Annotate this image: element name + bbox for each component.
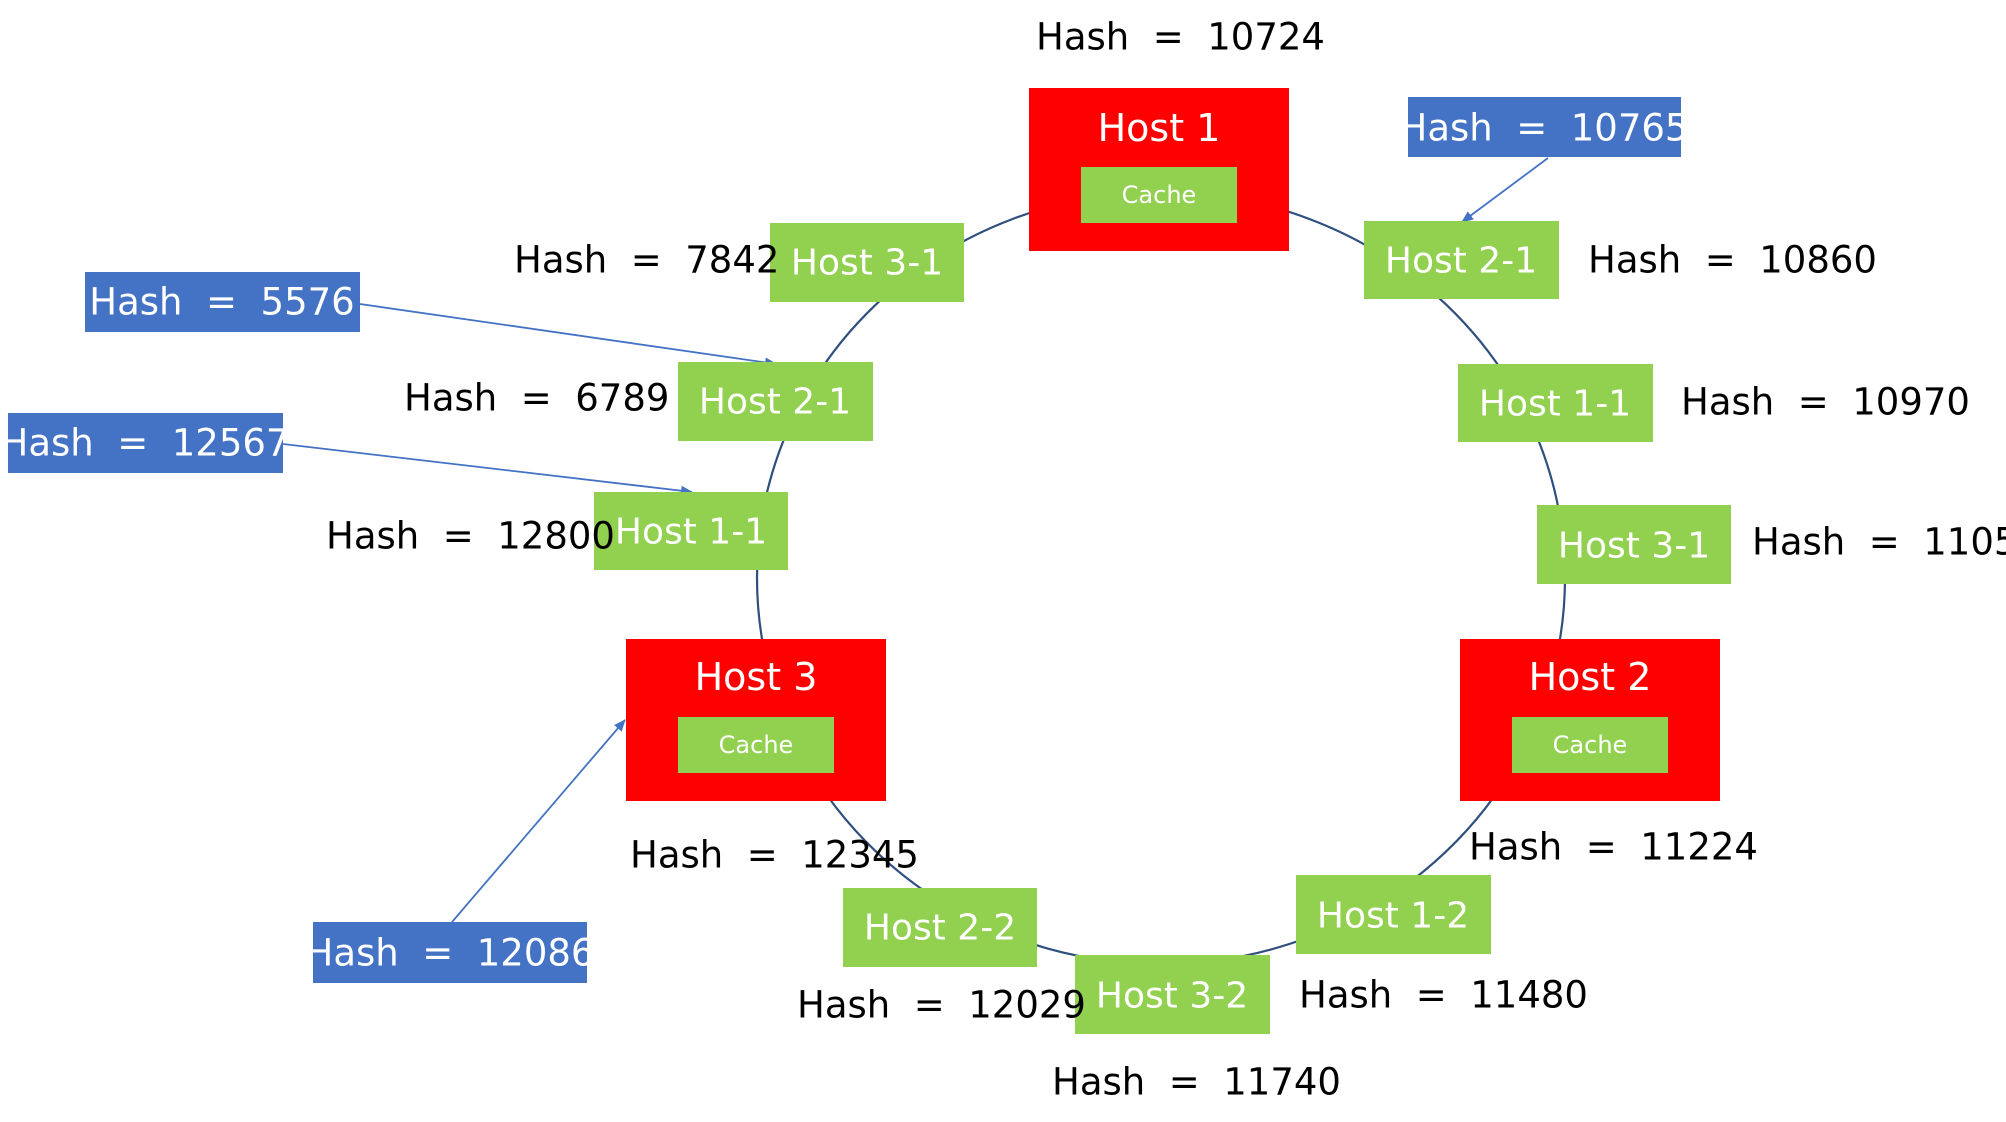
key-hash-12086[interactable]: Hash = 12086 <box>306 922 595 983</box>
key-arrow-12567 <box>282 443 693 496</box>
key-label: Hash = 5576 <box>89 281 354 324</box>
vnode-box <box>1296 875 1491 954</box>
key-arrows <box>282 157 1549 923</box>
vnode-box <box>594 492 788 570</box>
key-box <box>8 413 283 473</box>
key-hash-10765[interactable]: Hash = 10765 <box>1400 97 1689 157</box>
vnode-host-2-1-left[interactable]: Host 2-1 <box>678 362 873 441</box>
key-box <box>1408 97 1681 157</box>
vnode-label: Host 2-2 <box>864 908 1016 949</box>
key-label: Hash = 10765 <box>1400 107 1689 150</box>
vnode-host-3-1-right-hash-label: Hash = 11050 <box>1752 521 2006 564</box>
host-2[interactable]: Host 2 Cache <box>1460 639 1720 801</box>
vnode-host-2-1-left-hash-label: Hash = 6789 <box>404 377 669 420</box>
host-3-hash-label: Hash = 12345 <box>630 834 919 877</box>
host-2-hash-label: Hash = 11224 <box>1469 826 1758 869</box>
key-arrow-12086 <box>451 719 626 923</box>
vnode-host-2-2[interactable]: Host 2-2 <box>843 888 1037 967</box>
host-1-cache-box <box>1081 167 1237 223</box>
vnode-label: Host 3-1 <box>791 243 943 284</box>
host-1-hash-label: Hash = 10724 <box>1036 16 1325 59</box>
key-box <box>313 922 587 983</box>
vnode-box <box>770 223 964 302</box>
vnode-label: Host 1-1 <box>1479 384 1631 425</box>
vnode-box <box>1364 221 1559 299</box>
vnode-box <box>1537 505 1731 584</box>
host-2-cache-label: Cache <box>1553 731 1628 759</box>
key-hash-12567[interactable]: Hash = 12567 <box>1 413 290 473</box>
host-2-label: Host 2 <box>1529 655 1652 699</box>
key-hash-5576[interactable]: Hash = 5576 <box>85 272 360 332</box>
vnode-host-1-2[interactable]: Host 1-2 <box>1296 875 1491 954</box>
key-arrow-10765 <box>1461 157 1549 223</box>
key-label: Hash = 12086 <box>306 932 595 975</box>
vnode-host-1-1-right-hash-label: Hash = 10970 <box>1681 381 1970 424</box>
vnode-label: Host 3-2 <box>1096 976 1248 1017</box>
host-3-label: Host 3 <box>695 655 818 699</box>
vnode-host-3-1-top[interactable]: Host 3-1 <box>770 223 964 302</box>
vnode-host-1-1-left[interactable]: Host 1-1 <box>594 492 788 570</box>
vnode-box <box>843 888 1037 967</box>
key-arrow-5576 <box>359 303 777 368</box>
vnode-host-3-2-hash-label: Hash = 11740 <box>1052 1061 1341 1104</box>
host-1-label: Host 1 <box>1098 106 1221 150</box>
host-3-cache-label: Cache <box>719 731 794 759</box>
vnode-label: Host 2-1 <box>1385 241 1537 282</box>
vnode-box <box>678 362 873 441</box>
host-1-cache-label: Cache <box>1122 181 1197 209</box>
vnode-label: Host 3-1 <box>1558 526 1710 567</box>
host-3-cache-box <box>678 717 834 773</box>
host-2-cache-box <box>1512 717 1668 773</box>
vnode-host-3-2[interactable]: Host 3-2 <box>1075 955 1270 1034</box>
vnode-label: Host 1-1 <box>615 512 767 553</box>
vnode-label: Host 1-2 <box>1317 896 1469 937</box>
vnode-host-3-1-right[interactable]: Host 3-1 <box>1537 505 1731 584</box>
vnode-host-2-2-hash-label: Hash = 12029 <box>797 984 1086 1027</box>
vnode-host-1-1-right[interactable]: Host 1-1 <box>1458 364 1653 442</box>
vnode-box <box>1075 955 1270 1034</box>
vnode-host-2-1-right-hash-label: Hash = 10860 <box>1588 239 1877 282</box>
host-3[interactable]: Host 3 Cache <box>626 639 886 801</box>
vnode-box <box>1458 364 1653 442</box>
vnode-host-1-1-left-hash-label: Hash = 12800 <box>326 515 615 558</box>
key-box <box>85 272 360 332</box>
vnode-label: Host 2-1 <box>699 382 851 423</box>
host-1[interactable]: Host 1 Cache <box>1029 88 1289 251</box>
vnode-host-1-2-hash-label: Hash = 11480 <box>1299 974 1588 1017</box>
vnode-host-2-1-right[interactable]: Host 2-1 <box>1364 221 1559 299</box>
key-label: Hash = 12567 <box>1 422 290 465</box>
vnode-host-3-1-top-hash-label: Hash = 7842 <box>514 239 779 282</box>
